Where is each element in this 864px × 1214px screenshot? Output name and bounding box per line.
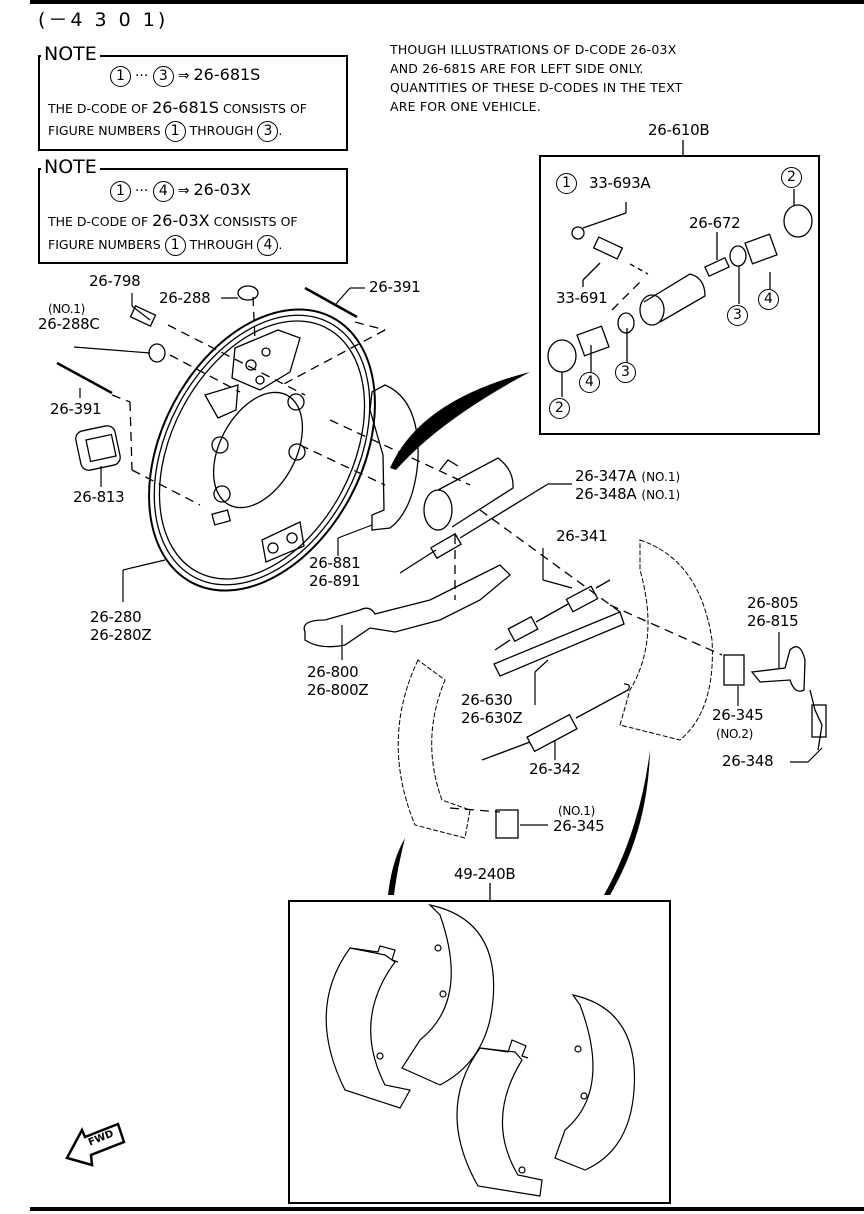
- label-26-815: 26-815: [747, 612, 799, 630]
- shield-drawing: [369, 384, 419, 531]
- label-26-800: 26-800: [307, 663, 359, 681]
- figure-number-badge: 4: [152, 181, 174, 202]
- label-26-345-no2: 26-345: [712, 706, 764, 724]
- figure-number-badge: 4: [257, 235, 279, 256]
- figure-number-badge: 4: [758, 289, 779, 310]
- label-no1-qualifier: (NO.1): [48, 302, 85, 316]
- fwd-arrow-icon: [65, 1122, 126, 1167]
- dcode: 26-03X: [193, 180, 251, 199]
- note-line-3: FIGURE NUMBERS 1 THROUGH 4.: [48, 235, 282, 256]
- range-code: (－4 3 0 1): [38, 9, 169, 31]
- note-range-line: 1 ··· 3 ⇒ 26-681S: [110, 65, 260, 87]
- label-26-813: 26-813: [73, 488, 125, 506]
- shoe-set-drawing: [325, 903, 636, 1197]
- label-26-348a: 26-348A (NO.1): [575, 485, 681, 503]
- figure-number-badge: 1: [556, 173, 577, 194]
- figure-number-badge: 3: [257, 121, 279, 142]
- assembly-arcs: [388, 372, 650, 895]
- figure-number-badge: 2: [781, 167, 802, 188]
- label-26-610b: 26-610B: [648, 121, 710, 139]
- note-line-2: THE D-CODE OF 26-681S CONSISTS OF: [48, 98, 307, 117]
- wheel-cylinder-box: [539, 155, 820, 435]
- label-26-341: 26-341: [556, 527, 608, 545]
- label-26-798: 26-798: [89, 272, 141, 290]
- disclaimer-text: THOUGH ILLUSTRATIONS OF D-CODE 26-03X AN…: [390, 42, 683, 114]
- label-26-280z: 26-280Z: [90, 626, 152, 644]
- label-26-348: 26-348: [722, 752, 774, 770]
- note-title: NOTE: [41, 157, 100, 177]
- label-no2-qualifier: (NO.2): [716, 727, 753, 741]
- label-26-630: 26-630: [461, 691, 513, 709]
- note-range-line: 1 ··· 4 ⇒ 26-03X: [110, 180, 251, 202]
- figure-number-badge: 1: [164, 121, 186, 142]
- adjuster-spring-coil: [811, 704, 827, 738]
- label-26-391-left: 26-391: [50, 400, 102, 418]
- adjuster-lever-drawing: [750, 646, 806, 692]
- figure-number-badge: 1: [110, 181, 131, 202]
- wheel-cylinder-drawing: [423, 457, 514, 531]
- figure-number-badge: 1: [164, 235, 186, 256]
- figure-number-badge: 3: [152, 66, 174, 87]
- label-26-280: 26-280: [90, 608, 142, 626]
- figure-number-badge: 4: [579, 372, 600, 393]
- note-line-3: FIGURE NUMBERS 1 THROUGH 3.: [48, 121, 282, 142]
- figure-number-badge: 1: [110, 66, 131, 87]
- label-26-805: 26-805: [747, 594, 799, 612]
- label-26-347a: 26-347A (NO.1): [575, 467, 681, 485]
- top-border: [30, 0, 864, 4]
- dcode: 26-681S: [193, 65, 261, 84]
- bottom-border: [30, 1207, 864, 1211]
- note-title: NOTE: [41, 44, 100, 64]
- label-26-630z: 26-630Z: [461, 709, 523, 727]
- clip-no2-drawing: [723, 654, 745, 686]
- note-line-2: THE D-CODE OF 26-03X CONSISTS OF: [48, 211, 298, 230]
- label-26-345-no1: 26-345: [553, 817, 605, 835]
- label-26-288c: 26-288C: [38, 315, 100, 333]
- label-no1-qualifier: (NO.1): [558, 804, 595, 818]
- label-26-672: 26-672: [689, 214, 741, 232]
- label-26-391-top: 26-391: [369, 278, 421, 296]
- label-26-342: 26-342: [529, 760, 581, 778]
- clip-no1-drawing: [495, 809, 519, 839]
- label-49-240b: 49-240B: [454, 865, 516, 883]
- figure-number-badge: 3: [615, 362, 636, 383]
- label-26-800z: 26-800Z: [307, 681, 369, 699]
- brake-shoe-set-box: [288, 900, 671, 1204]
- figure-number-badge: 3: [727, 305, 748, 326]
- label-leaders: [73, 287, 823, 826]
- note-box-681s: [38, 55, 348, 151]
- label-26-288: 26-288: [159, 289, 211, 307]
- springs-drawing: [303, 483, 630, 761]
- label-33-693a: 33-693A: [589, 174, 651, 192]
- wheel-cylinder-exploded: [547, 189, 813, 397]
- brake-shoes-ghost: [397, 539, 713, 839]
- label-33-691: 33-691: [556, 289, 608, 307]
- figure-number-badge: 2: [549, 398, 570, 419]
- small-parts-drawing: [56, 285, 358, 471]
- note-box-03x: [38, 168, 348, 264]
- label-26-881: 26-881: [309, 554, 361, 572]
- backing-plate-drawing: [148, 308, 376, 592]
- label-26-891: 26-891: [309, 572, 361, 590]
